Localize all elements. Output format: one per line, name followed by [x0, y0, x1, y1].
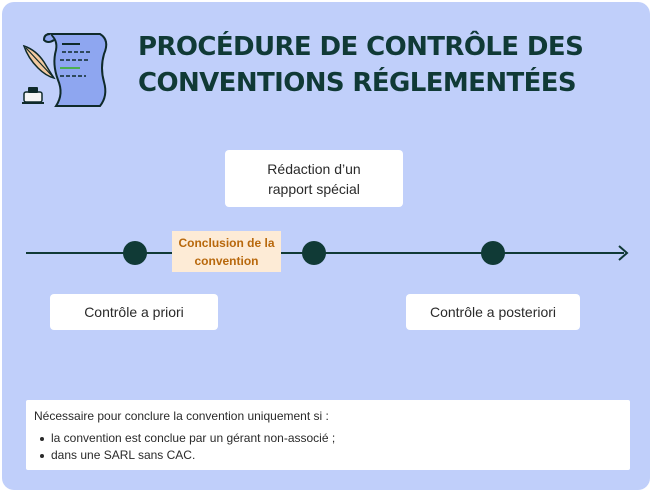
note-intro: Nécessaire pour conclure la convention u… [34, 409, 329, 423]
step-a-posteriori-label: Contrôle a posteriori [429, 304, 557, 320]
conditions-list: la convention est conclue par un gérant … [34, 430, 335, 464]
step-controle-a-priori: Contrôle a priori [50, 294, 218, 330]
step-controle-a-posteriori: Contrôle a posteriori [406, 294, 580, 330]
list-item: la convention est conclue par un gérant … [34, 430, 335, 447]
page-title: PROCÉDURE DE CONTRÔLE DES CONVENTIONS RÉ… [138, 29, 638, 101]
title-line-1: PROCÉDURE DE CONTRÔLE DES [138, 32, 584, 62]
timeline-dot-3 [481, 241, 505, 265]
step-conclusion-label: Conclusion de la convention [178, 235, 275, 268]
step-a-priori-label: Contrôle a priori [84, 304, 184, 320]
title-line-2: CONVENTIONS RÉGLEMENTÉES [138, 68, 577, 98]
timeline-dot-1 [123, 241, 147, 265]
list-item: dans une SARL sans CAC. [34, 447, 335, 464]
conditions-note: Nécessaire pour conclure la convention u… [26, 400, 630, 470]
step-redaction-label: Rédaction d’un rapport spécial [267, 160, 361, 197]
step-conclusion-convention: Conclusion de la convention [172, 231, 281, 272]
scroll-quill-inkwell-icon [22, 33, 108, 107]
arrow-right-icon [618, 245, 629, 261]
step-redaction-rapport: Rédaction d’un rapport spécial [225, 150, 403, 207]
timeline-dot-2 [302, 241, 326, 265]
